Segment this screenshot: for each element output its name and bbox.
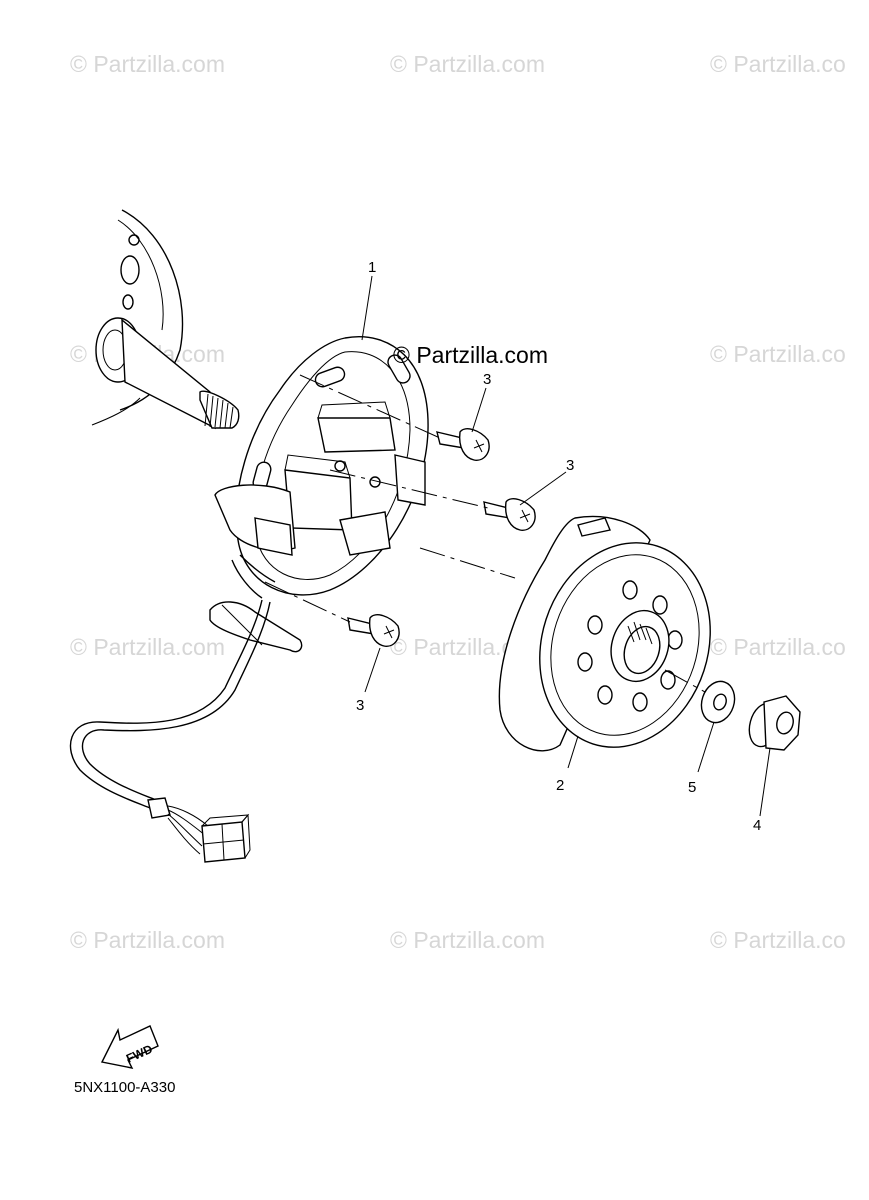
screw-lower xyxy=(347,614,400,647)
callout-screw-middle: 3 xyxy=(566,457,574,474)
watermark: © Partzilla.com xyxy=(70,51,225,77)
watermark: © Partzilla.com xyxy=(70,927,225,953)
watermark: © Partzilla.com xyxy=(390,927,545,953)
diagram-code: 5NX1100-A330 xyxy=(74,1079,175,1096)
callout-washer: 5 xyxy=(688,779,696,796)
screw-upper xyxy=(436,428,490,461)
callout-rotor: 2 xyxy=(556,777,564,794)
watermark: © Partzilla.co xyxy=(710,51,846,77)
callout-stator: 1 xyxy=(368,259,376,276)
leader-lines xyxy=(361,275,771,817)
watermark-main: © Partzilla.com xyxy=(393,342,548,368)
watermark: © Partzilla.co xyxy=(710,927,846,953)
flange-nut xyxy=(748,695,801,751)
callout-screw-upper: 3 xyxy=(483,371,491,388)
watermark: © Partzilla.co xyxy=(710,341,846,367)
watermark: © Partzilla.co xyxy=(710,634,846,660)
center-lines xyxy=(264,374,706,693)
screw-middle xyxy=(483,498,536,531)
crankcase-drawing xyxy=(91,209,240,430)
callout-screw-lower: 3 xyxy=(356,697,364,714)
washer xyxy=(700,680,736,724)
watermark: © Partzilla.com xyxy=(390,51,545,77)
callout-nut: 4 xyxy=(753,817,761,834)
stator-assembly xyxy=(69,336,429,863)
watermark: © Partzilla.com xyxy=(70,634,225,660)
fwd-arrow-icon: FWD xyxy=(100,1025,159,1069)
rotor-flywheel xyxy=(498,515,711,752)
watermark-layer: © Partzilla.com © Partzilla.com © Partzi… xyxy=(70,51,846,953)
